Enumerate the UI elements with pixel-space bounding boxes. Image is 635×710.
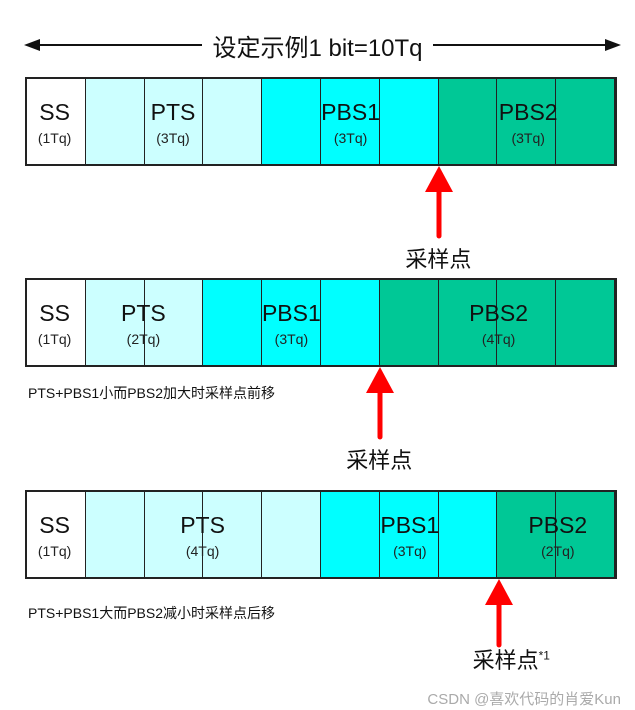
sample-point-label: 采样点*1 [472, 648, 550, 673]
sample-point-label: 采样点 [346, 448, 413, 473]
tq-cell-pts [144, 79, 204, 164]
tq-cell-pbs2 [497, 492, 557, 577]
tq-cell-ss [27, 79, 86, 164]
tq-cell-pbs1 [379, 79, 439, 164]
sample-point-label: 采样点 [405, 247, 472, 272]
tq-cell-pbs2 [556, 280, 615, 365]
tq-cell-pts [203, 79, 263, 164]
tq-cell-pbs1 [262, 280, 321, 365]
tq-cell-pts [262, 492, 321, 577]
tq-cell-pbs1 [438, 492, 498, 577]
tq-cell-pbs1 [320, 79, 380, 164]
row-caption: PTS+PBS1大而PBS2减小时采样点后移 [28, 605, 276, 621]
tq-cell-pbs1 [262, 79, 321, 164]
tq-cell-pbs2 [497, 79, 557, 164]
bit-row-2: SS(1Tq)PTS(2Tq)PBS1(3Tq)PBS2(4Tq) [25, 278, 617, 367]
bit-row-3: SS(1Tq)PTS(4Tq)PBS1(3Tq)PBS2(2Tq) [25, 490, 617, 579]
tq-cell-pbs2 [379, 280, 439, 365]
tq-cell-ss [27, 280, 86, 365]
tq-cell-pbs1 [320, 492, 380, 577]
tq-cell-pts [144, 492, 204, 577]
tq-cell-pbs2 [556, 492, 615, 577]
tq-cell-ss [27, 492, 86, 577]
tq-cell-pts [85, 79, 145, 164]
tq-cell-pbs2 [497, 280, 557, 365]
tq-cell-pbs1 [379, 492, 439, 577]
tq-cell-pbs2 [438, 79, 498, 164]
tq-cell-pts [85, 280, 145, 365]
tq-cell-pts [85, 492, 145, 577]
sample-point-arrow [425, 166, 454, 239]
tq-cell-pbs1 [320, 280, 380, 365]
footnote-mark: *1 [538, 648, 550, 663]
sample-point-arrow [366, 367, 395, 440]
diagram-title: 设定示例1 bit=10Tq [0, 28, 635, 63]
bit-row-1: SS(1Tq)PTS(3Tq)PBS1(3Tq)PBS2(3Tq) [25, 77, 617, 166]
row-caption: PTS+PBS1小而PBS2加大时采样点前移 [28, 385, 276, 401]
watermark: CSDN @喜欢代码的肖爱Kun [427, 691, 621, 708]
title-text: 设定示例1 bit=10Tq [202, 35, 433, 62]
tq-cell-pbs1 [203, 280, 263, 365]
tq-cell-pts [203, 492, 263, 577]
tq-cell-pbs2 [438, 280, 498, 365]
sample-point-arrow [484, 579, 513, 648]
tq-cell-pbs2 [556, 79, 615, 164]
tq-cell-pts [144, 280, 204, 365]
